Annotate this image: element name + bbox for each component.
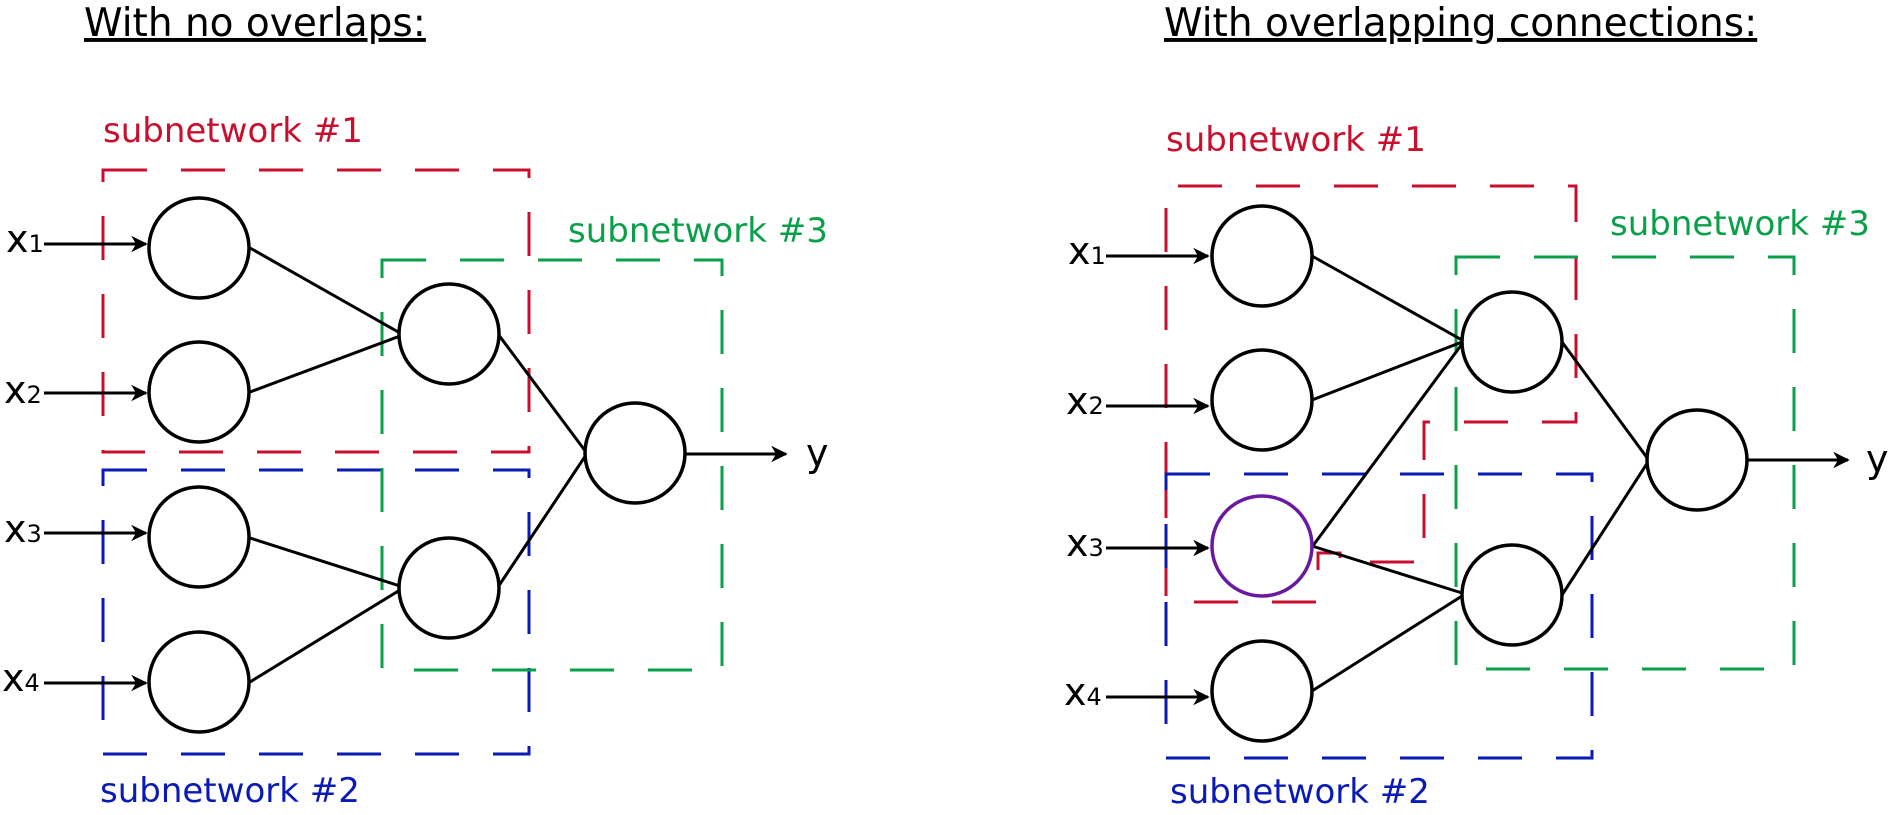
left-subnetwork-1-box [101,168,531,454]
edge [1560,341,1650,460]
edge [1311,340,1463,402]
input-label-x1: x1 [6,217,44,261]
node-input-2 [1210,348,1314,452]
node-hidden-1 [1460,290,1564,394]
left-subnetwork-2-label: subnetwork #2 [100,771,360,811]
left-subnetwork-3-box [380,258,724,672]
right-subnetwork-1-label: subnetwork #1 [1166,120,1426,160]
edge [249,246,401,335]
left-subnetwork-3-label: subnetwork #3 [568,211,828,251]
right-subnetwork-3-box [1454,255,1796,671]
edge [1311,544,1463,595]
input-label-x1: x1 [1068,229,1106,273]
output-label-y: y [1866,437,1889,481]
edge [249,536,401,588]
input-label-x2: x2 [4,368,42,412]
edge [1311,594,1463,693]
node-input-1 [147,196,251,300]
node-input-1 [1210,204,1314,308]
node-input-2 [147,340,251,444]
left-title: With no overlaps: [84,1,426,46]
left-panel: With no overlaps: subnetwork #1 subnetwo… [2,1,829,811]
edge [1560,461,1650,596]
right-title: With overlapping connections: [1164,1,1757,46]
right-panel: With overlapping connections: subnetwork… [1064,1,1889,812]
node-input-3-shared [1210,494,1314,598]
right-subnetwork-2-label: subnetwork #2 [1170,772,1430,812]
input-label-x3: x3 [4,507,42,551]
node-hidden-2 [1460,543,1564,647]
output-label-y: y [806,431,829,475]
left-subnetwork-1-label: subnetwork #1 [103,111,363,151]
input-label-x3: x3 [1066,521,1104,565]
input-label-x4: x4 [2,656,40,700]
node-output [1645,408,1749,512]
right-subnetwork-3-label: subnetwork #3 [1610,204,1870,244]
input-label-x2: x2 [1066,379,1104,423]
edge [249,334,401,394]
edge [1310,343,1464,548]
edge [1311,254,1463,342]
edge [496,333,588,453]
node-input-4 [1210,639,1314,743]
node-hidden-2 [397,536,501,640]
node-input-3 [147,485,251,589]
node-hidden-1 [397,282,501,386]
input-label-x4: x4 [1064,670,1102,714]
right-subnetwork-2-box [1164,472,1594,760]
edge [496,454,588,588]
edge [249,588,401,684]
left-subnetwork-2-box [101,468,531,756]
node-input-4 [147,630,251,734]
node-output [583,401,687,505]
right-subnetwork-1-box [1164,184,1578,604]
